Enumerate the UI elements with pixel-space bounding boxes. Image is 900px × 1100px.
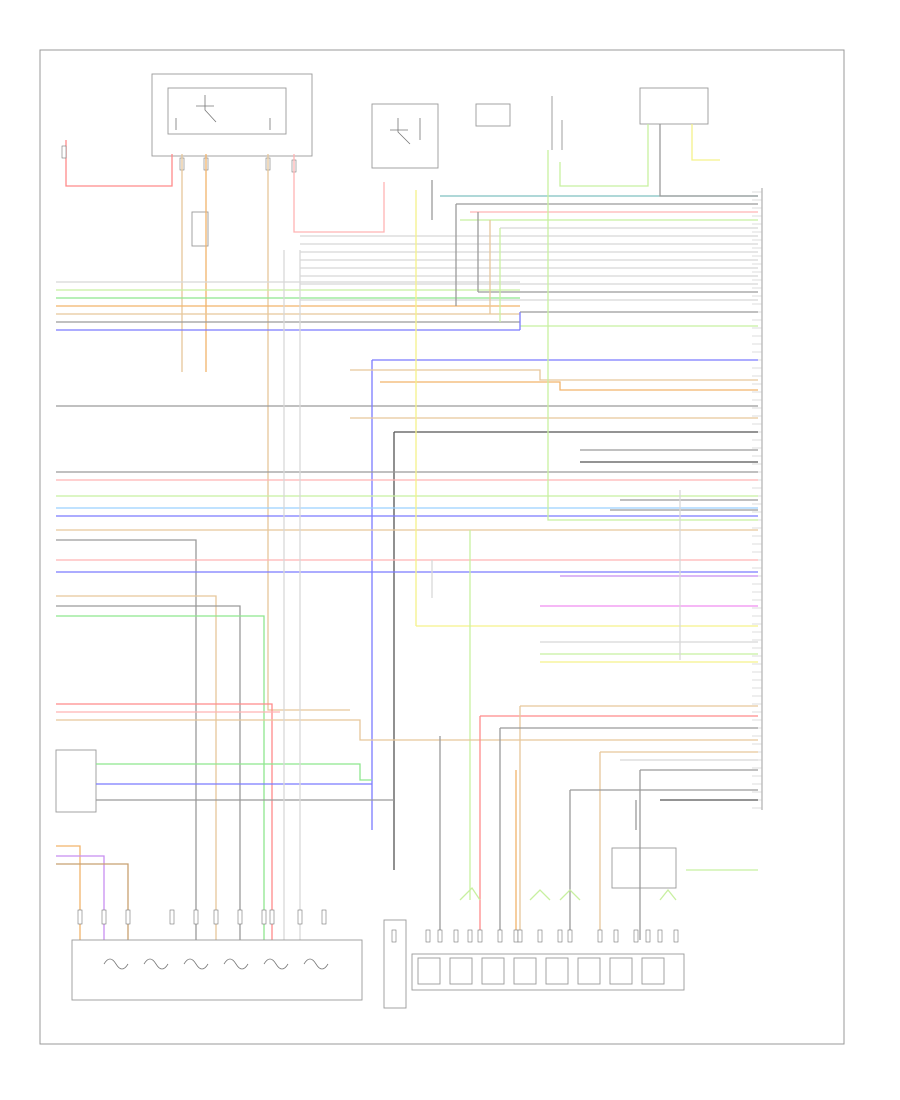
coil-symbol bbox=[143, 958, 169, 970]
wire-93 bbox=[691, 124, 720, 161]
wire-connector bbox=[633, 929, 639, 943]
wire-connector bbox=[497, 929, 503, 943]
wire-connector bbox=[321, 909, 327, 925]
wire-91 bbox=[559, 124, 649, 187]
wire-connector bbox=[567, 929, 573, 943]
wire-4 bbox=[293, 154, 385, 233]
wire-connector bbox=[613, 929, 619, 943]
coil-symbol bbox=[263, 958, 289, 970]
diagram-frame bbox=[39, 49, 845, 1045]
wire-64 bbox=[96, 763, 372, 781]
coil-symbol bbox=[223, 958, 249, 970]
ecm-connector-block bbox=[752, 188, 763, 810]
wire-connector bbox=[193, 909, 199, 925]
sec-air-relay-inner bbox=[167, 87, 287, 135]
wire-88 bbox=[56, 845, 81, 940]
relay-center-box bbox=[371, 103, 439, 169]
fuse-block-right bbox=[551, 96, 563, 150]
wire-37 bbox=[380, 381, 758, 391]
wire-connector bbox=[437, 929, 443, 943]
coil-pack bbox=[417, 957, 441, 985]
ignition-coils-right-box bbox=[411, 953, 685, 991]
wire-3 bbox=[267, 154, 350, 711]
wire-connector bbox=[453, 929, 459, 943]
coil-pack bbox=[481, 957, 505, 985]
wire-86 bbox=[559, 889, 581, 901]
wire-connector bbox=[261, 909, 267, 925]
wire-connector bbox=[391, 929, 397, 943]
wires bbox=[56, 124, 758, 940]
wire-connector bbox=[537, 929, 543, 943]
wire-53 bbox=[56, 615, 265, 940]
wire-90 bbox=[56, 863, 129, 940]
coil-symbol bbox=[303, 958, 329, 970]
wire-0 bbox=[65, 140, 173, 187]
wire-connector bbox=[213, 909, 219, 925]
wire-connector bbox=[425, 929, 431, 943]
wire-connector bbox=[77, 909, 83, 925]
wire-connector bbox=[467, 929, 473, 943]
wire-85 bbox=[529, 889, 551, 901]
coil-symbol bbox=[183, 958, 209, 970]
wire-51 bbox=[56, 595, 217, 940]
oxygen-sensor bbox=[383, 919, 407, 1009]
wire-connector bbox=[101, 909, 107, 925]
wire-connector bbox=[269, 909, 275, 925]
relay-center bbox=[371, 103, 439, 169]
wire-87 bbox=[659, 888, 677, 901]
ignition-coils-left-box bbox=[71, 939, 363, 1001]
wire-61 bbox=[56, 703, 273, 940]
wire-connector bbox=[657, 929, 663, 943]
ignition-coils-left bbox=[71, 909, 363, 1001]
wire-connector bbox=[237, 909, 243, 925]
ignition-coils-right-symbols bbox=[391, 929, 679, 985]
left-harness-connector-box bbox=[55, 749, 97, 813]
wire-connector bbox=[513, 929, 519, 943]
coil-pack bbox=[513, 957, 537, 985]
wire-connector bbox=[297, 909, 303, 925]
coil-pack bbox=[545, 957, 569, 985]
wire-36 bbox=[350, 369, 758, 381]
left-mid-sensor bbox=[191, 211, 209, 247]
oxygen-sensor-box bbox=[383, 919, 407, 1009]
wire-connector bbox=[477, 929, 483, 943]
knock-sensor-box bbox=[611, 847, 677, 889]
coil-symbol bbox=[103, 958, 129, 970]
wire-63 bbox=[56, 719, 758, 741]
wire-connector bbox=[645, 929, 651, 943]
wire-connector bbox=[517, 929, 523, 943]
fuse-block-ticks bbox=[551, 96, 563, 150]
module-top-right bbox=[639, 87, 709, 125]
wire-52 bbox=[56, 605, 241, 940]
left-harness-connector bbox=[55, 749, 97, 813]
relay-center-right-box bbox=[475, 103, 511, 127]
coil-pack bbox=[449, 957, 473, 985]
relay-center-switch-icon bbox=[390, 118, 421, 145]
sec-air-relay-box bbox=[151, 73, 313, 157]
ignition-coils-left-symbols bbox=[77, 909, 329, 970]
module-top-right-box bbox=[639, 87, 709, 125]
knock-sensor-rect bbox=[611, 847, 677, 889]
ignition-coils-right bbox=[391, 929, 685, 991]
left-mid-sensor-box bbox=[191, 211, 209, 247]
coil-pack bbox=[577, 957, 601, 985]
wire-connector bbox=[597, 929, 603, 943]
relay-switch-icon bbox=[196, 95, 217, 123]
wire-94 bbox=[547, 150, 758, 521]
relay-center-right bbox=[475, 103, 511, 127]
wire-92 bbox=[659, 124, 758, 197]
wire-connector bbox=[61, 145, 67, 159]
wire-connector bbox=[673, 929, 679, 943]
wire-connector bbox=[557, 929, 563, 943]
wire-47 bbox=[56, 539, 197, 940]
secondary-air-pump-relay bbox=[151, 73, 313, 157]
coil-pack bbox=[609, 957, 633, 985]
relay-coil-icon bbox=[175, 118, 271, 130]
coil-pack bbox=[641, 957, 665, 985]
wire-connector bbox=[125, 909, 131, 925]
wire-84 bbox=[459, 886, 481, 901]
wire-connector bbox=[169, 909, 175, 925]
